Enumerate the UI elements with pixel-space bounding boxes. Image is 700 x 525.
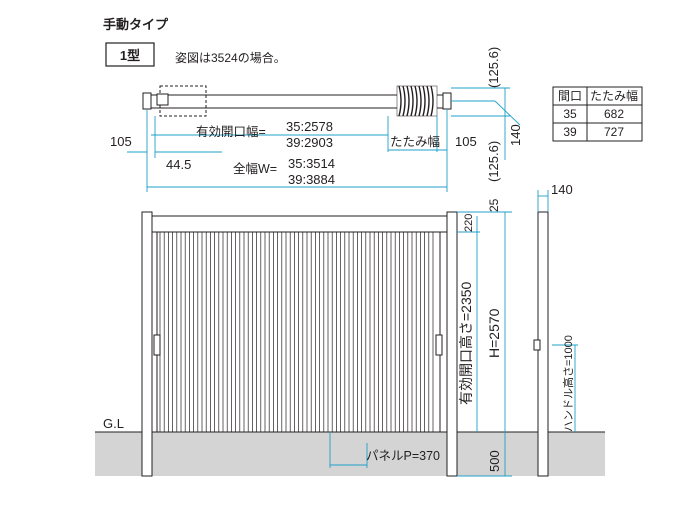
ground-label: G.L [103,416,124,431]
table-header-width: 間口 [558,89,582,103]
type-badge-frame [105,42,155,67]
plan-right-post [442,92,452,110]
total-height-label: H=2570 [486,308,502,358]
head-beam [151,215,448,233]
elevation-view: G.L 140 ハンドル高さ=1000 25 220 有効開口高さ=2350 H… [95,182,605,477]
gate-slats [159,232,434,432]
offset-dim: 44.5 [166,157,191,172]
side-width-dim: 140 [551,182,573,197]
top-clearance-dim: 25 [487,198,501,212]
ground-fill [95,432,605,476]
total-width-35: 35:3514 [288,156,335,171]
plan-view: 有効開口幅= 35:2578 39:2903 たたみ幅 105 105 44.5… [110,47,523,192]
total-width-39: 39:3884 [288,172,335,187]
head-dim: 220 [463,214,475,232]
table-cell: 35 [563,107,577,121]
table-header-fold: たたみ幅 [590,88,638,103]
effective-height-label: 有効開口高さ=2350 [458,281,474,405]
panel-pitch-label: パネルP=370 [366,449,440,463]
plan-left-post [142,92,152,110]
right-dim: 105 [455,134,477,149]
fold-width-table: 間口 たたみ幅 35 682 39 727 [552,86,643,142]
embed-depth-dim: 500 [487,450,502,472]
table-cell: 682 [604,107,624,121]
right-post [446,211,458,477]
table-cell: 39 [563,125,577,139]
plan-folded-panels [396,85,438,117]
effective-width-35: 35:2578 [286,119,333,134]
table-cell: 727 [604,125,624,139]
total-width-label: 全幅W= [233,161,277,176]
header-note: 姿図は3524の場合。 [175,50,286,65]
effective-width-39: 39:2903 [286,135,333,150]
left-post [141,211,153,477]
left-dim: 105 [110,134,132,149]
handle-height-label: ハンドル高さ=1000 [561,335,575,432]
type-badge: 1型 [120,48,140,63]
side-handle [533,339,541,351]
plan-depth-dim: 140 [508,124,523,146]
plan-top-dim: (125.6) [486,47,501,88]
handle-right [435,334,443,356]
handle-left [153,334,161,356]
fold-width-label: たたみ幅 [390,134,440,149]
plan-latch [156,93,169,106]
effective-width-label: 有効開口幅= [196,124,266,139]
header-title: 手動タイプ [103,17,169,32]
plan-bottom-dim: (125.6) [486,141,501,182]
